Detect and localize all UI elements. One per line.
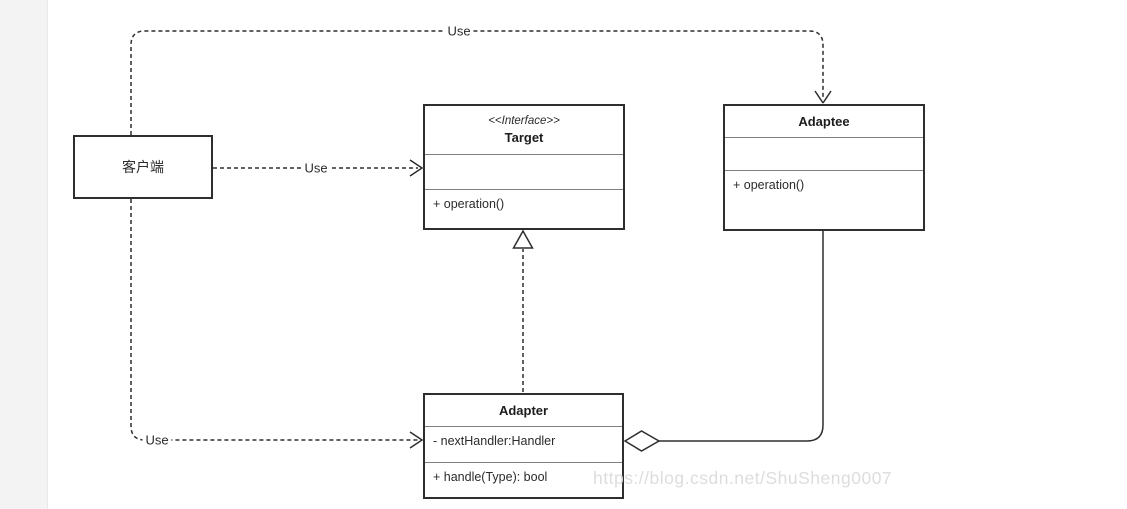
realization-adapter-target: [512, 229, 534, 392]
open-diamond-icon: [623, 430, 661, 452]
class-title: Target: [504, 130, 544, 145]
class-header: <<Interface>> Target: [425, 106, 623, 154]
class-box-client: 客户端: [73, 135, 213, 199]
hollow-triangle-icon: [512, 229, 534, 249]
aggregation-adapter-adaptee: [623, 231, 824, 452]
methods-compartment: + operation(): [425, 189, 623, 228]
open-arrowhead-right-icon: [409, 159, 424, 177]
open-arrowhead-down-icon: [814, 90, 832, 104]
attributes-compartment: [425, 154, 623, 189]
class-box-target: <<Interface>> Target + operation(): [423, 104, 625, 230]
method-item: + operation(): [433, 197, 505, 211]
method-item: + handle(Type): bool: [433, 470, 548, 484]
class-box-adapter: Adapter - nextHandler:Handler + handle(T…: [423, 393, 624, 499]
class-title: Adaptee: [798, 114, 850, 129]
dependency-client-adaptee: [130, 30, 832, 135]
edge-label-use-middle: Use: [301, 160, 331, 176]
edge-label-use-bottom: Use: [142, 432, 172, 448]
methods-compartment: + handle(Type): bool: [425, 462, 622, 497]
edge-label-use-top: Use: [444, 23, 474, 39]
open-arrowhead-right-icon: [409, 431, 424, 449]
attributes-compartment: - nextHandler:Handler: [425, 426, 622, 462]
class-header: Adaptee: [725, 106, 923, 137]
attributes-compartment: [725, 137, 923, 170]
class-header: Adapter: [425, 395, 622, 426]
dependency-client-adapter: [130, 199, 424, 449]
class-title: Adapter: [498, 403, 549, 418]
methods-compartment: + operation(): [725, 170, 923, 229]
class-title: 客户端: [122, 159, 164, 175]
class-box-adaptee: Adaptee + operation(): [723, 104, 925, 231]
dependency-client-target: [213, 159, 424, 177]
stereotype-label: <<Interface>>: [488, 115, 560, 127]
method-item: + operation(): [733, 178, 805, 192]
watermark-text: https://blog.csdn.net/ShuSheng0007: [593, 468, 893, 488]
left-margin-strip: [0, 0, 48, 509]
attribute-item: - nextHandler:Handler: [433, 434, 556, 448]
